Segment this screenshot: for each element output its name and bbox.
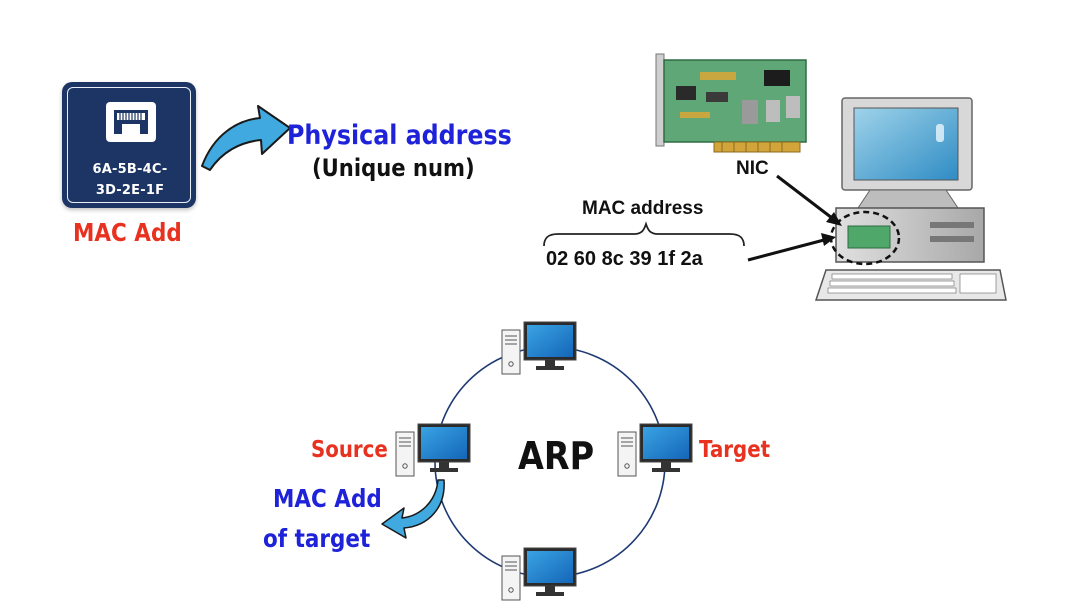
workstation-icon-target	[617, 423, 693, 477]
nic-pointer-arrow	[776, 174, 842, 226]
curved-arrow-icon	[201, 105, 291, 171]
mac-address-label: MAC address	[582, 198, 704, 219]
of-target-label: of target	[263, 524, 371, 553]
mac-card-border: 6A-5B-4C- 3D-2E-1F	[67, 87, 191, 203]
mac-add-of-label: MAC Add	[273, 484, 382, 513]
workstation-icon-source	[395, 423, 471, 477]
workstation-icon-top	[501, 321, 577, 375]
nic-label: NIC	[736, 158, 769, 179]
desktop-computer-icon	[814, 97, 1007, 301]
mac-address-value: 02 60 8c 39 1f 2a	[546, 248, 703, 270]
arp-label: ARP	[518, 434, 595, 478]
ethernet-port-icon	[106, 102, 156, 142]
network-card-icon	[655, 53, 807, 153]
mac-address-card: 6A-5B-4C- 3D-2E-1F	[62, 82, 196, 208]
unique-num-label: (Unique num)	[312, 154, 475, 182]
workstation-icon-bottom	[501, 547, 577, 601]
curved-arrow-icon-return	[381, 479, 445, 539]
mac-address-brace	[543, 221, 745, 247]
mac-add-label: MAC Add	[73, 218, 182, 247]
target-label: Target	[699, 437, 771, 463]
source-label: Source	[311, 437, 388, 463]
mac-pointer-arrow	[747, 233, 836, 262]
mac-code-line1: 6A-5B-4C-	[92, 162, 168, 177]
physical-address-label: Physical address	[287, 120, 512, 151]
mac-code-line2: 3D-2E-1F	[95, 183, 165, 198]
